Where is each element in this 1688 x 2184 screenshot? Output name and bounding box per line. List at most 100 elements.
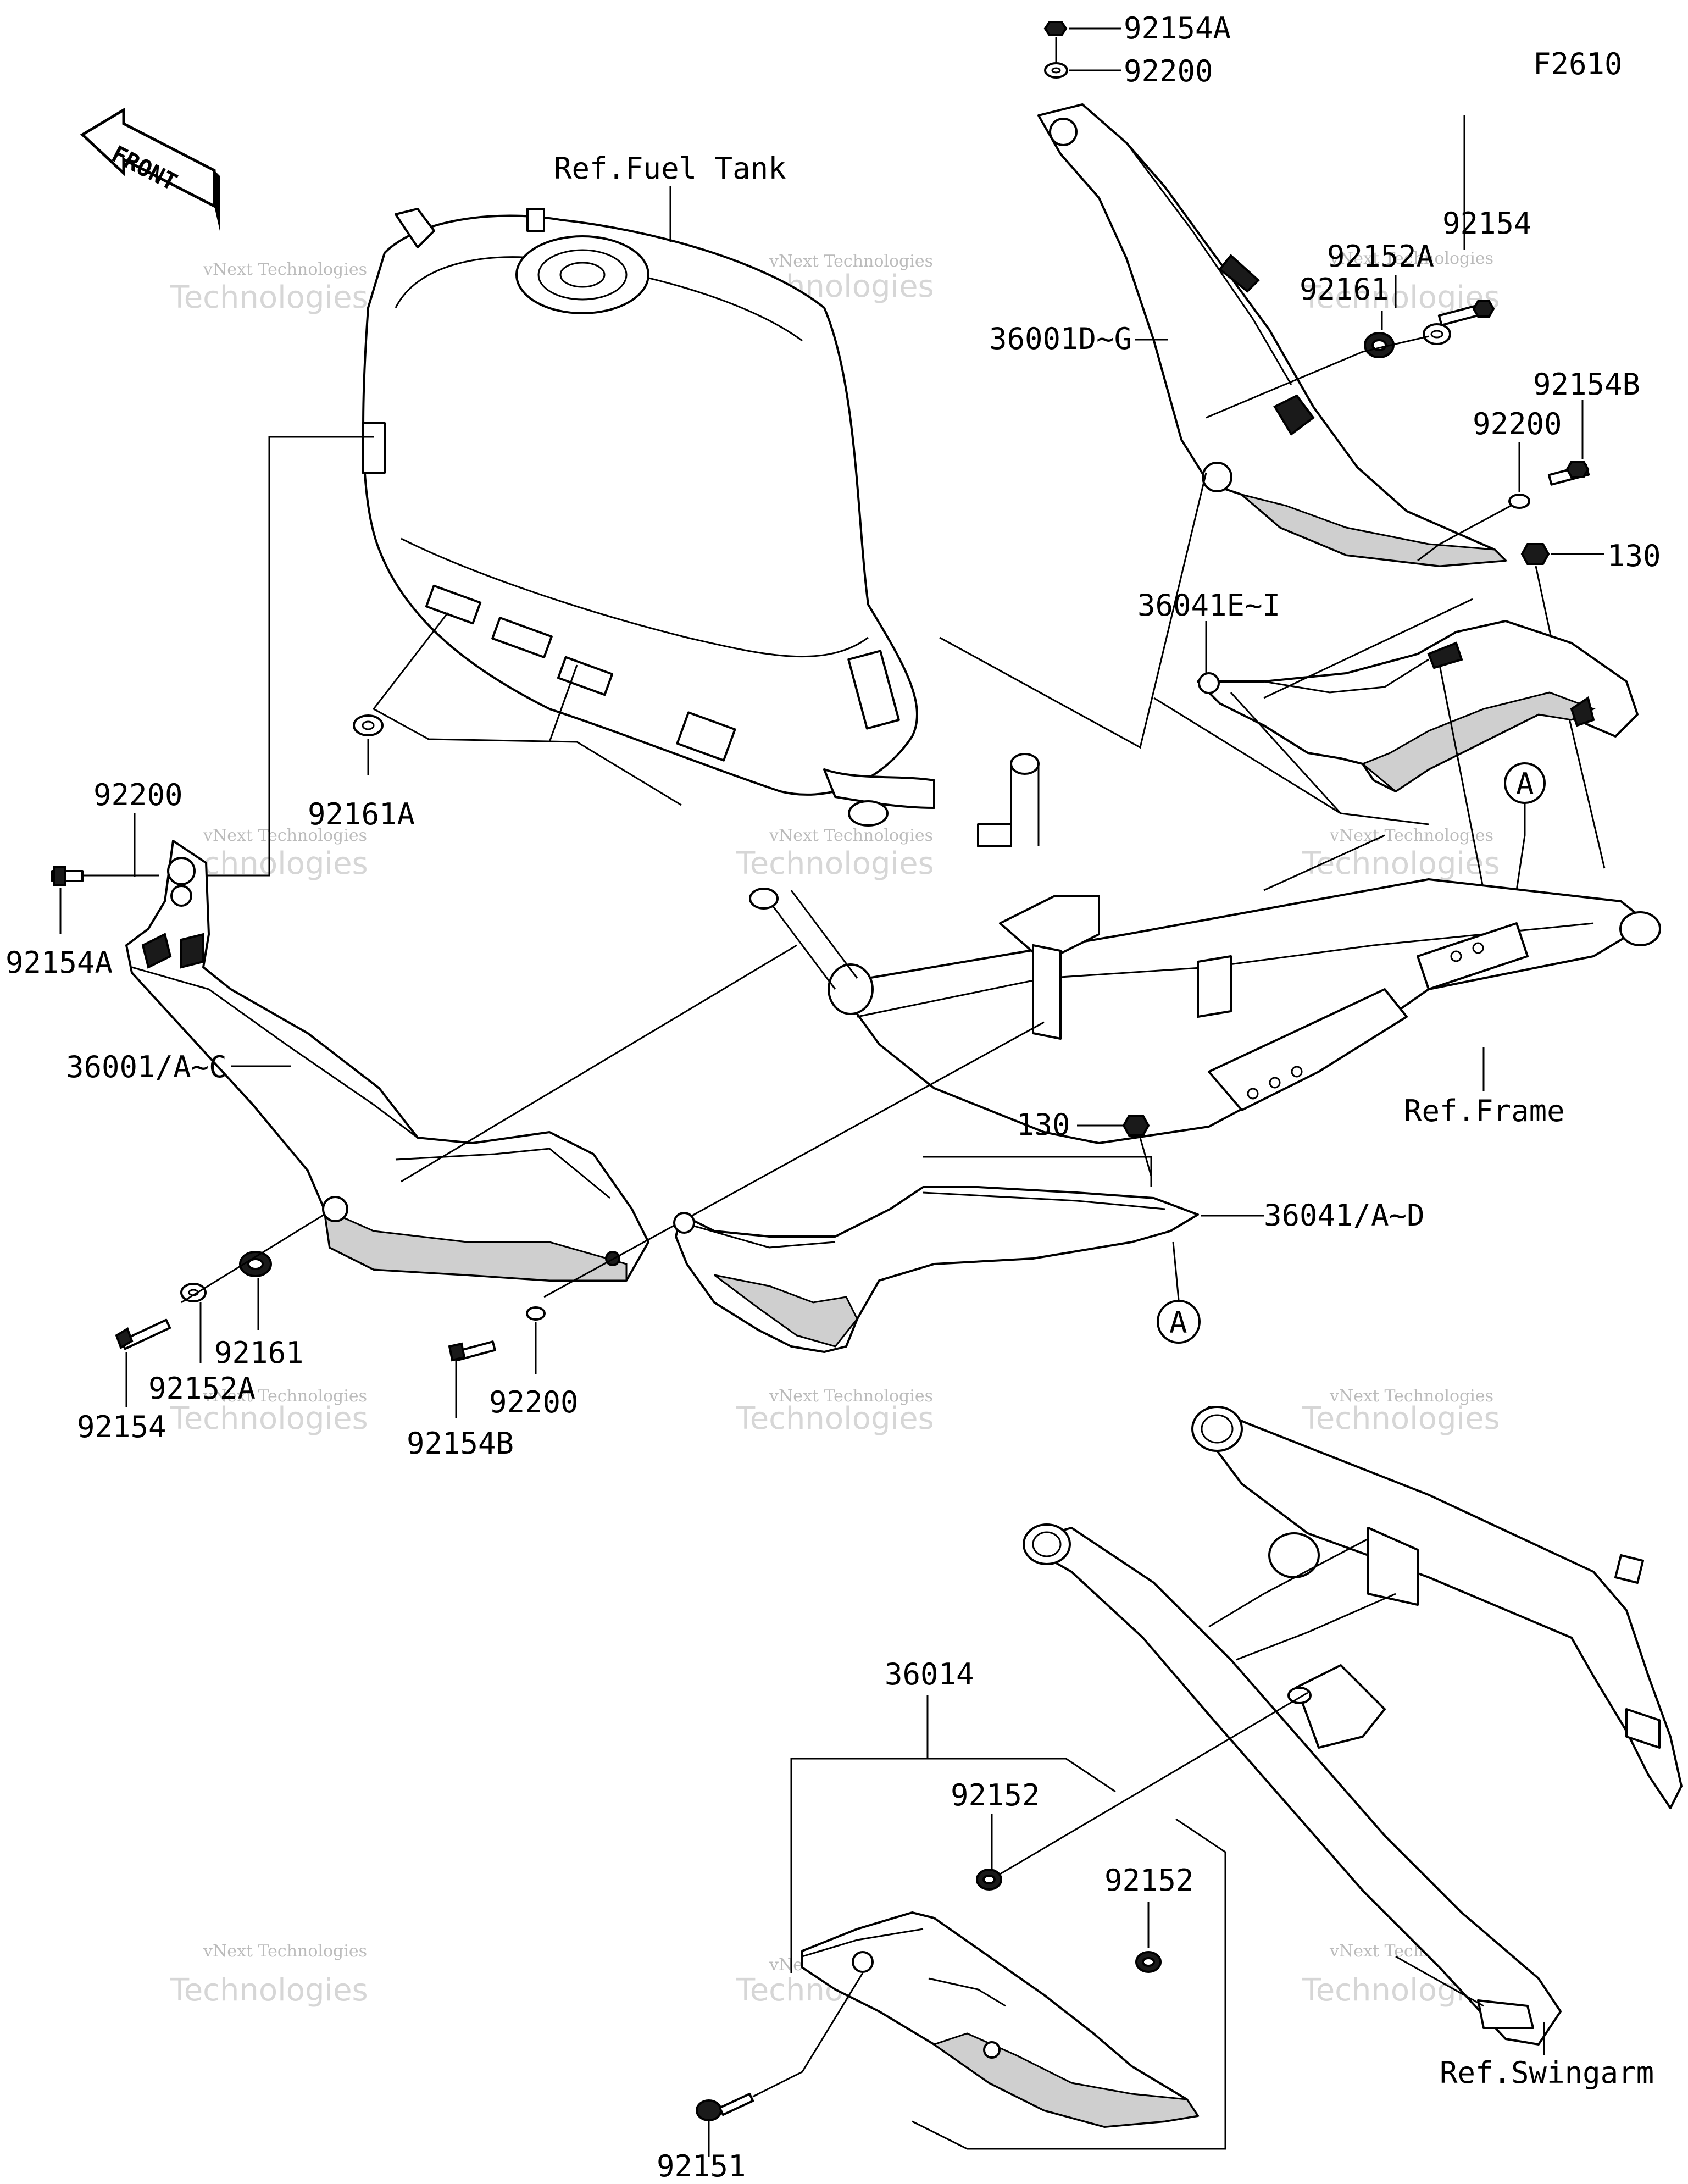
grommet-92161a-icon (353, 714, 384, 736)
washer-icon (1508, 494, 1530, 509)
watermarks: Technologies vNext Technologies Technolo… (170, 249, 1500, 2008)
leader-line (790, 1695, 929, 1973)
part-label-92200-bottom: 92200 (489, 1385, 579, 1420)
nut-icon (1135, 1951, 1162, 1973)
watermark: vNext Technologies (203, 1942, 367, 1961)
watermark-big: Technologies (736, 846, 934, 882)
leader-line (372, 612, 682, 806)
part-label-92161-right: 92161 (1300, 272, 1389, 307)
watermark: vNext Technologies (769, 1387, 933, 1406)
leader-line (1230, 691, 1342, 814)
bolt-icon (448, 1340, 496, 1362)
bolt-icon (1437, 300, 1495, 326)
callout-marker-a: A (1504, 762, 1546, 804)
watermark-big: Technologies (170, 1401, 368, 1437)
watermark: vNext Technologies (203, 1387, 367, 1406)
watermark: vNext Technologies (769, 252, 933, 271)
leader-line (1263, 834, 1385, 891)
collar-icon (180, 1283, 207, 1302)
part-label-92154b-bottom: 92154B (407, 1426, 514, 1461)
front-arrow-icon: FRONT (80, 107, 220, 231)
part-label-92152a-left: 92152A (148, 1371, 256, 1406)
leader-line (1263, 598, 1473, 699)
part-label-36041e-i: 36041E~I (1137, 588, 1280, 623)
collar-icon (1423, 323, 1451, 345)
washer-icon (1044, 62, 1068, 79)
part-label-130-right: 130 (1607, 539, 1661, 573)
swingarm-drawing (1023, 1406, 1683, 2046)
cover-36041-a-d-drawing (673, 1186, 1199, 1353)
grommet-icon (239, 1251, 272, 1277)
ref-fuel-tank-label: Ref.Fuel Tank (554, 151, 786, 186)
cover-36041e-i-drawing (1197, 620, 1639, 792)
bolt-icon (1043, 21, 1068, 36)
bolt-icon (1547, 461, 1590, 486)
part-label-92154b-right: 92154B (1533, 367, 1640, 402)
leader-line (1439, 664, 1485, 891)
watermark-big: Technologies (736, 1401, 934, 1437)
panel-36001-a-c-drawing (125, 840, 649, 1282)
part-label-92154-left: 92154 (77, 1410, 166, 1444)
part-label-92200-right: 92200 (1473, 407, 1562, 441)
part-label-130-center: 130 (1017, 1107, 1070, 1142)
part-label-92200-top: 92200 (1124, 54, 1213, 88)
leader-line (939, 472, 1207, 749)
part-label-36001-a-c: 36001/A~C (66, 1050, 227, 1084)
fuel-tank-drawing (362, 208, 935, 827)
part-label-92154a-top: 92154A (1124, 11, 1231, 46)
bolt-icon (1520, 543, 1550, 565)
leader-line (928, 1758, 1116, 1793)
part-label-92152-a: 92152 (951, 1778, 1040, 1812)
leader-line (187, 436, 374, 877)
part-label-92200-left: 92200 (93, 778, 183, 812)
leader-line (1206, 335, 1429, 419)
bolt-icon (51, 866, 84, 886)
part-label-92161a: 92161A (308, 797, 415, 832)
bolt-icon (115, 1318, 171, 1350)
part-label-36014: 36014 (885, 1657, 974, 1692)
leader-line (181, 1213, 325, 1304)
watermark: vNext Technologies (1329, 826, 1493, 845)
watermark: vNext Technologies (1329, 1387, 1493, 1406)
svg-text:A: A (1516, 767, 1534, 801)
leader-line (1515, 803, 1526, 891)
leader-line (1000, 1692, 1308, 1875)
part-label-36001d-g: 36001D~G (989, 321, 1132, 356)
leader-line (912, 1818, 1226, 2150)
watermark-big: Technologies (170, 280, 368, 315)
nut-icon (976, 1869, 1002, 1891)
part-label-36041-a-d: 36041/A~D (1264, 1198, 1425, 1233)
part-label-92154a-left: 92154A (5, 945, 113, 980)
watermark-big: Technologies (1302, 1401, 1500, 1437)
watermark-big: Technologies (1302, 846, 1500, 882)
diagram-code: F2610 (1533, 47, 1623, 81)
leader-line (543, 1021, 1045, 1298)
watermark: vNext Technologies (769, 826, 933, 845)
watermark: vNext Technologies (203, 260, 367, 279)
leader-line (548, 664, 578, 742)
callout-marker-a: A (1157, 1300, 1201, 1344)
leader-line (923, 1156, 1152, 1187)
svg-text:A: A (1169, 1305, 1187, 1340)
leader-line (752, 1972, 864, 2098)
washer-icon (526, 1306, 546, 1321)
bolt-icon (1122, 1115, 1150, 1137)
ref-swingarm-label: Ref.Swingarm (1440, 2055, 1654, 2090)
part-label-92151: 92151 (657, 2149, 746, 2181)
part-label-92154-right-text: 92154 (1442, 206, 1532, 241)
watermark-big: Technologies (170, 1972, 368, 2008)
leader-line (1417, 505, 1512, 562)
part-label-92161-left: 92161 (214, 1335, 304, 1370)
cover-36001d-g-drawing (1037, 103, 1508, 567)
watermark: vNext Technologies (203, 826, 367, 845)
part-label-92152a-right: 92152A (1327, 239, 1434, 274)
part-label-92152-b: 92152 (1104, 1863, 1194, 1898)
watermark: vNext Technologies (1329, 249, 1493, 268)
frame-drawing (749, 753, 1661, 1144)
ref-frame-label: Ref.Frame (1404, 1094, 1565, 1128)
bolt-icon (696, 2092, 754, 2121)
chain-guard-36014-drawing (801, 1911, 1200, 2128)
leader-line (401, 944, 797, 1183)
